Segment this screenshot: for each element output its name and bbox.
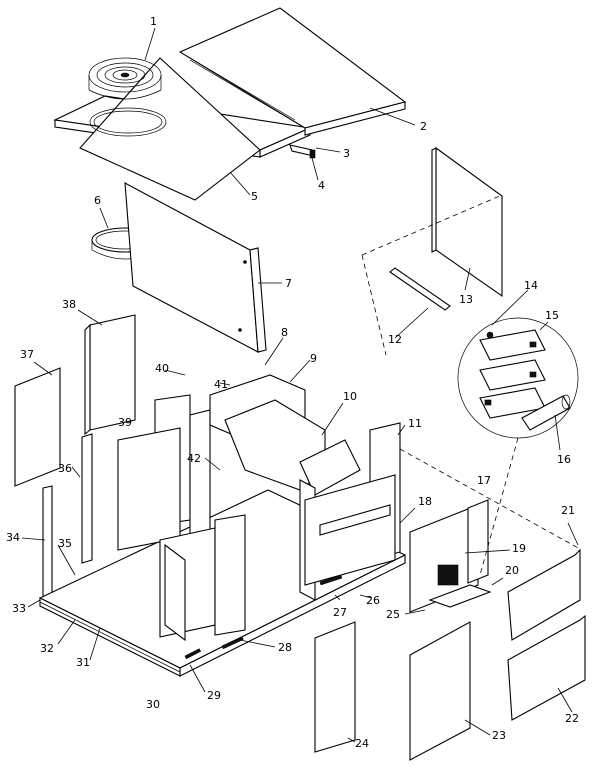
callout-21: 21 (561, 504, 575, 517)
callout-25: 25 (386, 608, 400, 621)
callout-23: 23 (492, 729, 506, 742)
corner-post (84, 314, 136, 436)
callout-14: 14 (524, 279, 538, 292)
leader-lines (21, 27, 579, 743)
callout-38: 38 (62, 298, 76, 311)
cylinder (521, 394, 571, 431)
callout-labels: 1 2 3 4 5 6 7 8 9 10 11 12 13 14 15 16 1… (6, 15, 579, 750)
callout-16: 16 (557, 453, 571, 466)
callout-12: 12 (388, 333, 402, 346)
detail-circle (457, 317, 579, 439)
callout-34: 34 (6, 531, 20, 544)
callout-39: 39 (118, 416, 132, 429)
callout-18: 18 (418, 495, 432, 508)
top-cover (53, 7, 407, 201)
callout-8: 8 (281, 326, 288, 339)
callout-5: 5 (251, 190, 258, 203)
callout-32: 32 (40, 642, 54, 655)
callout-7: 7 (285, 277, 292, 290)
callout-28: 28 (278, 641, 292, 654)
callout-15: 15 (545, 309, 559, 322)
callout-36: 36 (58, 462, 72, 475)
callout-26: 26 (366, 594, 380, 607)
callout-27: 27 (333, 606, 347, 619)
bracket (289, 144, 316, 159)
rail (389, 267, 451, 311)
callout-30: 30 (146, 698, 160, 711)
callout-37: 37 (20, 348, 34, 361)
callout-41: 41 (214, 378, 228, 391)
access-panel (314, 548, 586, 761)
callout-3: 3 (343, 147, 350, 160)
left-post (42, 433, 93, 605)
right-frame (221, 422, 401, 650)
callout-2: 2 (420, 120, 427, 133)
callout-31: 31 (76, 656, 90, 669)
partition-frame (117, 394, 246, 642)
callout-19: 19 (512, 542, 526, 555)
callout-13: 13 (459, 293, 473, 306)
side-panel (431, 146, 503, 298)
callout-17: 17 (477, 474, 491, 487)
left-side-panel (14, 367, 61, 487)
callout-9: 9 (310, 352, 317, 365)
control-box (409, 499, 492, 613)
callout-20: 20 (505, 564, 519, 577)
callout-24: 24 (355, 737, 369, 750)
callout-22: 22 (565, 712, 579, 725)
callout-4: 4 (318, 179, 325, 192)
fan-guard (88, 57, 162, 100)
callout-35: 35 (58, 537, 72, 550)
callout-40: 40 (155, 362, 169, 375)
callout-1: 1 (150, 15, 157, 28)
callout-6: 6 (94, 194, 101, 207)
callout-42: 42 (187, 452, 201, 465)
callout-29: 29 (207, 689, 221, 702)
callout-33: 33 (12, 602, 26, 615)
front-panel (124, 182, 267, 353)
callout-10: 10 (343, 390, 357, 403)
callout-11: 11 (408, 417, 422, 430)
